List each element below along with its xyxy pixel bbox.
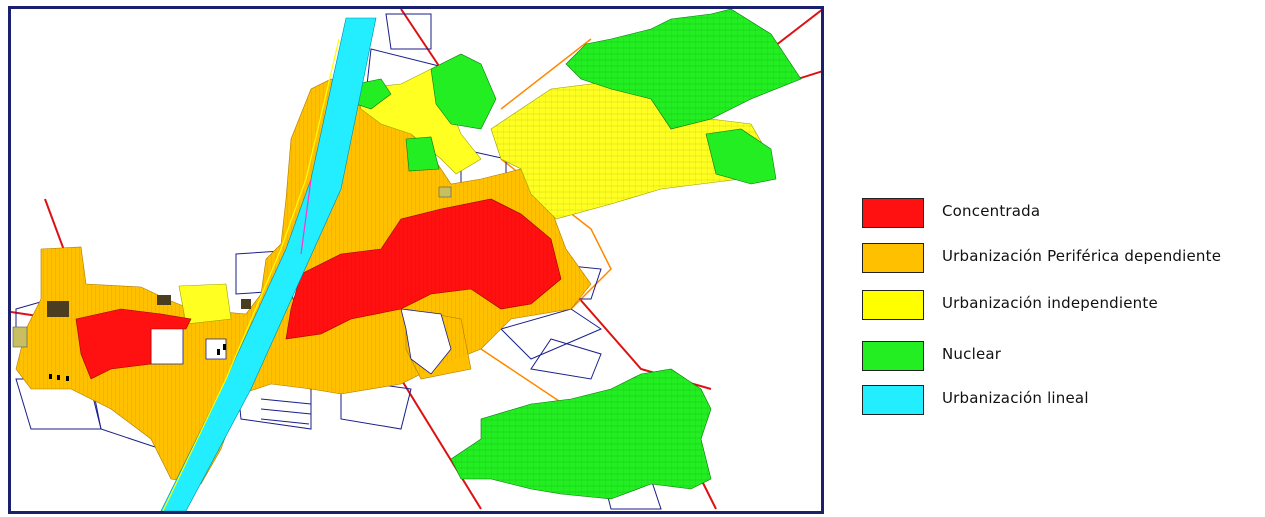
lineal-edge	[162, 38, 340, 511]
road-southeast	[700, 478, 717, 510]
legend-item-nuclear: Nuclear	[862, 341, 1262, 371]
black-dots	[49, 344, 226, 381]
legend-item-periferica: Urbanización Periférica dependiente	[862, 243, 1262, 273]
map-frame	[8, 6, 824, 514]
legend-item-lineal: Urbanización lineal	[862, 385, 1262, 415]
legend-label-periferica: Urbanización Periférica dependiente	[942, 247, 1222, 265]
olive-blocks	[12, 186, 452, 348]
legend-swatch-concentrada	[862, 198, 924, 228]
hatch-yellow	[491, 79, 771, 219]
road-south	[400, 378, 482, 510]
legend-swatch-lineal	[862, 385, 924, 415]
hatch-red	[286, 199, 561, 339]
road-north	[400, 9, 442, 70]
urban-zoning-map[interactable]	[11, 9, 821, 511]
zone-lineal[interactable]	[160, 17, 377, 511]
road-far-northeast	[770, 9, 821, 50]
legend-swatch-periferica	[862, 243, 924, 273]
legend-label-concentrada: Concentrada	[942, 202, 1041, 220]
lineal-pink-edge	[300, 178, 312, 255]
dark-blocks	[47, 295, 251, 317]
legend-label-lineal: Urbanización lineal	[942, 389, 1089, 407]
hatch-green	[451, 9, 801, 499]
legend-swatch-independiente	[862, 290, 924, 320]
legend: Concentrada Urbanización Periférica depe…	[862, 198, 1262, 428]
legend-label-independiente: Urbanización independiente	[942, 294, 1158, 312]
legend-label-nuclear: Nuclear	[942, 345, 1002, 363]
legend-item-independiente: Urbanización independiente	[862, 290, 1262, 320]
legend-swatch-nuclear	[862, 341, 924, 371]
legend-item-concentrada: Concentrada	[862, 198, 1262, 228]
